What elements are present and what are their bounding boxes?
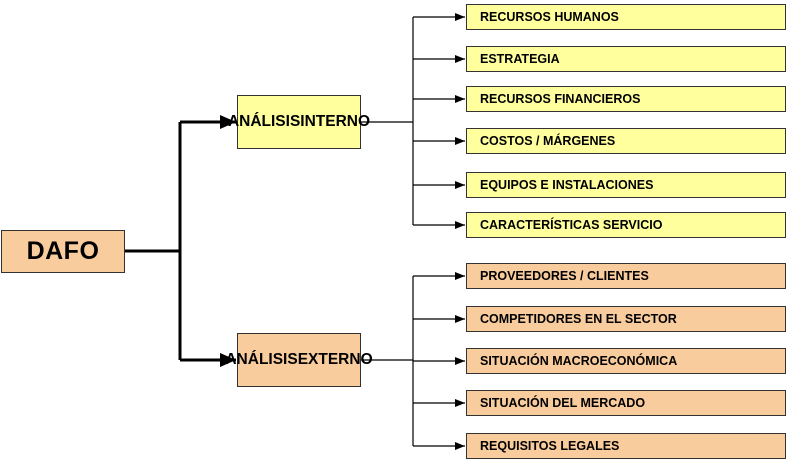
leaf-estrategia: ESTRATEGIA: [466, 46, 786, 72]
external-connector: [361, 272, 465, 450]
internal-connector: [361, 13, 465, 229]
leaf-proveedores-clientes: PROVEEDORES / CLIENTES: [466, 263, 786, 289]
node-analisis-interno: ANÁLISIS INTERNO: [228, 95, 370, 149]
node-title-line: EXTERNO: [297, 351, 373, 368]
leaf-requisitos-legales: REQUISITOS LEGALES: [466, 433, 786, 459]
root-connector: [125, 115, 236, 367]
node-title-line: INTERNO: [300, 113, 371, 130]
leaf-competidores-sector: COMPETIDORES EN EL SECTOR: [466, 306, 786, 332]
root-node-dafo: DAFO: [1, 230, 125, 273]
node-title-line: ANÁLISIS: [227, 113, 301, 130]
node-title-line: ANÁLISIS: [225, 351, 298, 368]
leaf-caracteristicas-servicio: CARACTERÍSTICAS SERVICIO: [466, 212, 786, 238]
leaf-recursos-financieros: RECURSOS FINANCIEROS: [466, 86, 786, 112]
leaf-costos-margenes: COSTOS / MÁRGENES: [466, 128, 786, 154]
leaf-equipos-instalaciones: EQUIPOS E INSTALACIONES: [466, 172, 786, 198]
leaf-situacion-macroeconomica: SITUACIÓN MACROECONÓMICA: [466, 348, 786, 374]
node-analisis-externo: ANÁLISIS EXTERNO: [225, 333, 373, 387]
leaf-situacion-mercado: SITUACIÓN DEL MERCADO: [466, 390, 786, 416]
leaf-recursos-humanos: RECURSOS HUMANOS: [466, 4, 786, 30]
